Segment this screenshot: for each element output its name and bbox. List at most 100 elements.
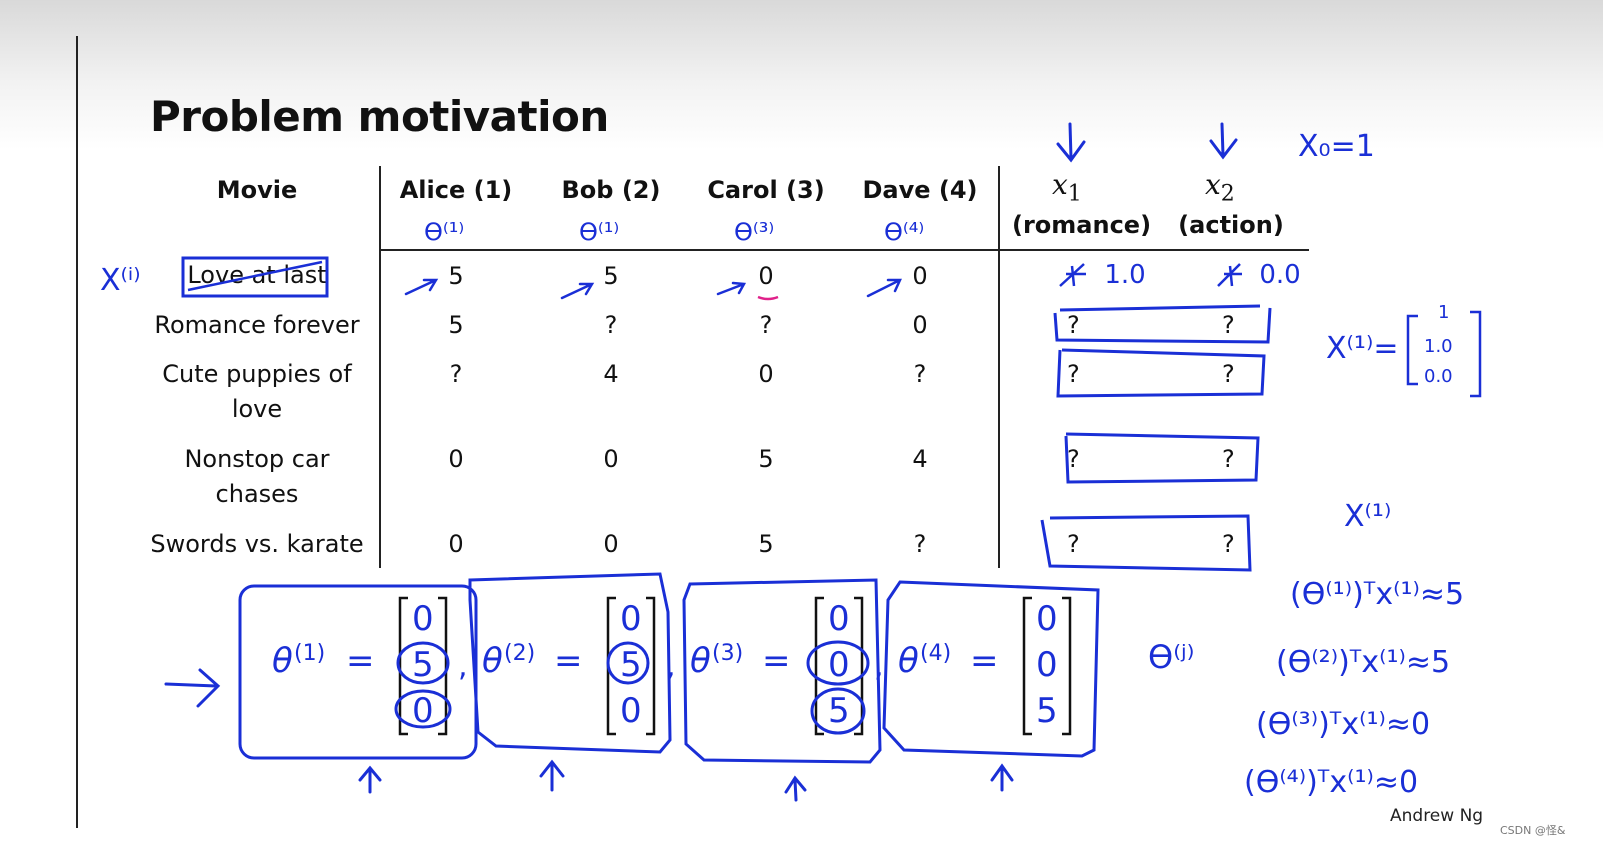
theta-vector-4: θ (4) = 0 0 5 (882, 580, 1100, 758)
equals-sign: = (762, 641, 791, 681)
theta-j-label: ϴ⁽ʲ⁾ (1148, 638, 1195, 676)
matrix-bracket (814, 596, 864, 736)
circled-entry (396, 641, 450, 685)
movie-name: Nonstop car chases (184, 445, 330, 508)
circled-entry (810, 687, 866, 735)
slide-title: Problem motivation (150, 92, 609, 141)
theta-symbol: θ (272, 641, 293, 681)
theta-superscript: (1) (294, 641, 325, 666)
up-arrow-icon (358, 759, 1014, 802)
feature-x1-value: ? (1067, 360, 1080, 388)
x1-vector-entry: 0.0 (1424, 366, 1453, 387)
theta-entry: 0 (828, 599, 850, 639)
theta-label-bob: ϴ⁽¹⁾ (579, 218, 619, 246)
feature-x1-value: ? (1067, 530, 1080, 558)
movie-highlight-box (181, 256, 329, 298)
rating-cell: 0 (912, 311, 928, 339)
header-x2: x2 (1205, 168, 1235, 207)
rating-cell: ? (759, 311, 773, 339)
watermark: CSDN @怪& (1500, 824, 1566, 837)
feature-x1-value: 1.0 (1104, 260, 1146, 290)
table-divider-movie (379, 166, 381, 568)
theta-vector-3: θ (3) = 0 0 5 , (682, 578, 884, 764)
theta-vector-box (468, 572, 672, 754)
header-user-alice: Alice (1) (399, 176, 513, 204)
equation-line: (ϴ⁽⁴⁾)ᵀx⁽¹⁾≈0 (1244, 765, 1418, 800)
rating-cell: ? (449, 360, 463, 388)
theta-entry: 0 (1036, 645, 1058, 685)
rating-cell: 0 (603, 530, 619, 558)
equals-sign: = (554, 641, 583, 681)
down-arrow-icon (1209, 122, 1238, 160)
rating-cell: 5 (758, 445, 774, 473)
theta-superscript: (4) (920, 641, 951, 666)
theta-symbol: θ (898, 641, 919, 681)
slide-left-border (76, 36, 78, 828)
arrow-icon (404, 278, 902, 300)
theta-superscript: (2) (504, 641, 535, 666)
right-arrow-icon (164, 668, 221, 708)
header-user-bob: Bob (2) (561, 176, 661, 204)
rating-cell: ? (604, 311, 618, 339)
author-credit: Andrew Ng (1390, 806, 1484, 826)
circled-entry (394, 689, 452, 729)
feature-x1-value: ? (1067, 445, 1080, 473)
movie-name: Cute puppies of love (162, 360, 352, 423)
equals-sign: = (970, 641, 999, 681)
rating-cell: 5 (758, 530, 774, 558)
theta-entry: 0 (412, 599, 434, 639)
movie-name: Romance forever (154, 311, 360, 339)
theta-entry: 5 (1036, 691, 1058, 731)
down-arrow-icon (1056, 122, 1086, 163)
theta-label-carol: ϴ⁽³⁾ (734, 218, 774, 246)
theta-entry: 5 (828, 691, 850, 731)
x1-standalone-label: X⁽¹⁾ (1344, 499, 1391, 534)
theta-label-dave: ϴ⁽⁴⁾ (884, 218, 924, 246)
header-x1: x1 (1052, 168, 1082, 207)
x1-vector-entry: 1.0 (1424, 336, 1453, 357)
theta-entry: 5 (412, 645, 434, 685)
equation-line: (ϴ⁽²⁾)ᵀx⁽¹⁾≈5 (1276, 645, 1450, 680)
rating-cell: 5 (603, 262, 619, 290)
equals-sign: = (346, 641, 375, 681)
comma: , (874, 649, 884, 684)
feature-x2-value: ? (1222, 530, 1235, 558)
strikeout-mark (1059, 263, 1242, 287)
header-x1-label: (romance) (1012, 211, 1152, 239)
theta-entry: 0 (620, 599, 642, 639)
x1-vector-entry: 1 (1438, 302, 1449, 323)
theta-entry: 0 (1036, 599, 1058, 639)
circled-entry (606, 641, 650, 685)
x-i-label: X⁽ⁱ⁾ (100, 263, 141, 298)
header-user-dave: Dave (4) (862, 176, 978, 204)
header-x2-label: (action) (1178, 211, 1284, 239)
rating-cell: 0 (758, 262, 774, 290)
feature-x2-value: ? (1222, 311, 1235, 339)
theta-vector-2: θ (2) = 0 5 0 , (468, 572, 676, 754)
comma: , (666, 649, 676, 684)
header-user-carol: Carol (3) (707, 176, 825, 204)
feature-x2-value: ? (1222, 445, 1235, 473)
rating-cell: ? (913, 360, 927, 388)
table-divider-features (998, 166, 1000, 568)
unknown-feature-box (1040, 304, 1272, 572)
equation-line: (ϴ⁽¹⁾)ᵀx⁽¹⁾≈5 (1290, 577, 1464, 612)
matrix-bracket (398, 596, 448, 736)
circled-entry (806, 640, 870, 686)
rating-cell: 4 (603, 360, 619, 388)
rating-cell: 0 (603, 445, 619, 473)
rating-cell: ? (913, 530, 927, 558)
x1-vector-brackets (1406, 310, 1482, 398)
theta-entry: 0 (828, 645, 850, 685)
theta-symbol: θ (482, 641, 503, 681)
rating-cell: 0 (758, 360, 774, 388)
movie-name: Swords vs. karate (150, 530, 364, 558)
feature-x2-value: ? (1222, 360, 1235, 388)
theta-vector-box (682, 578, 882, 764)
theta-vector-box (882, 580, 1100, 758)
feature-x1-value: ? (1067, 311, 1080, 339)
rating-cell: 5 (448, 262, 464, 290)
movie-strike-line (187, 260, 323, 292)
theta-superscript: (3) (712, 641, 743, 666)
